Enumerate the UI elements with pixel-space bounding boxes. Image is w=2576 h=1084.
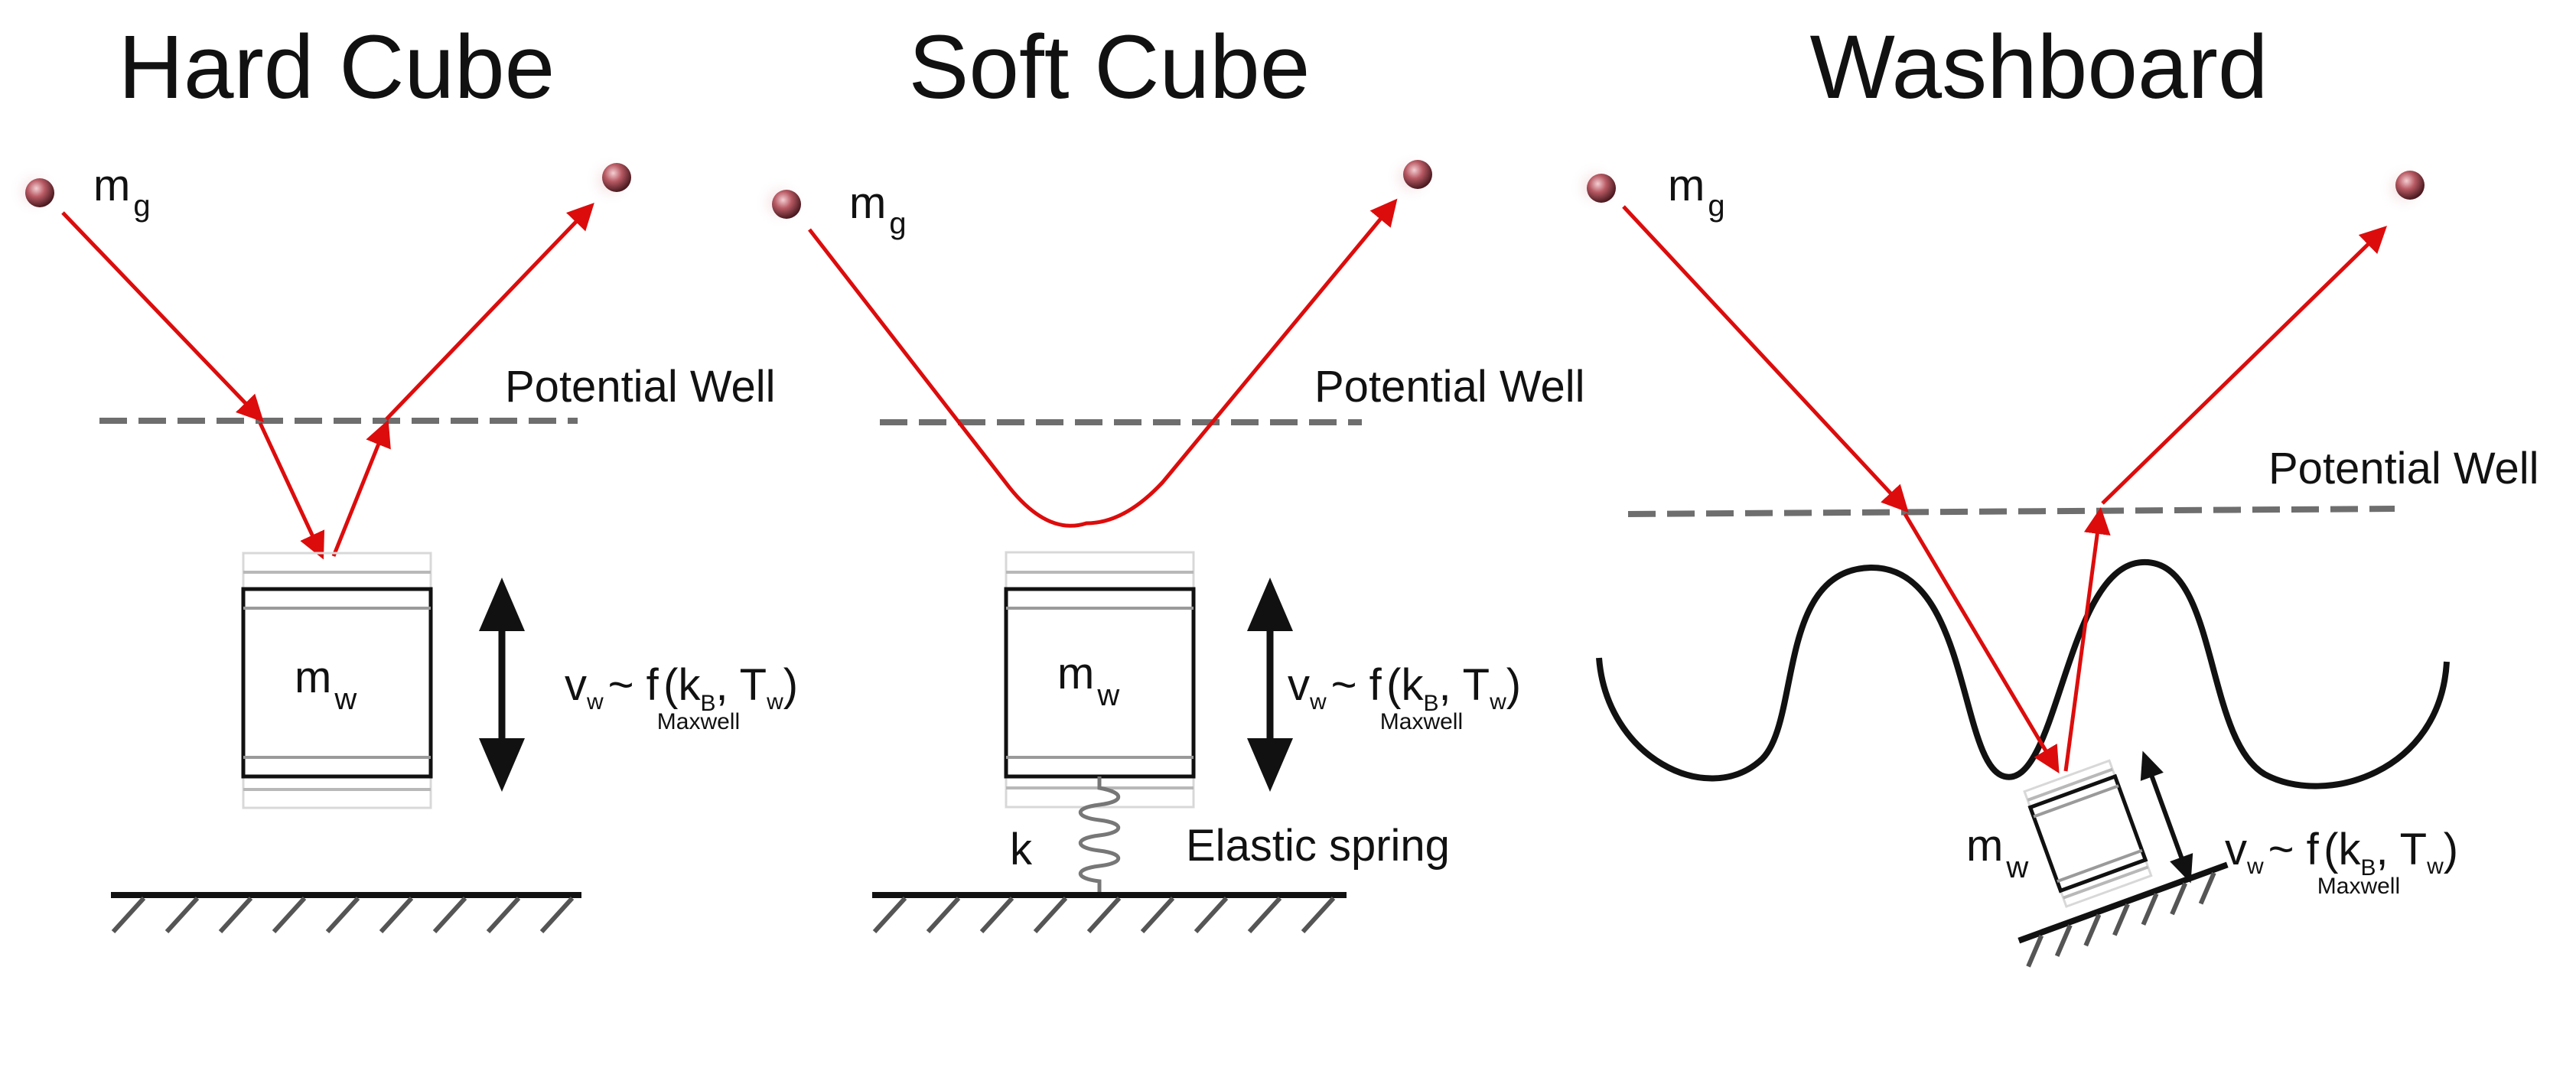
ground-hatch-icon [872,892,1347,934]
gas-particle-icon [754,177,806,229]
potential-well-label: Potential Well [2268,444,2539,493]
gas-particle-icon [1386,151,1438,203]
potential-well-label: Potential Well [505,362,776,412]
spring-constant-label: k [1010,825,1033,874]
panel-title: Washboard [1809,17,2268,118]
trajectory-arrow-icon [2063,507,2111,772]
gas-particle-icon [1569,161,1621,213]
trajectory-arrow-icon [1903,513,2060,774]
ground-hatch-icon [111,892,581,934]
wall-cube [2023,759,2153,908]
trajectory-arrow-icon [2101,226,2388,505]
ground-hatch-icon [2017,861,2229,968]
potential-well-label: Potential Well [1314,362,1585,412]
gas-particle-icon [2378,162,2430,214]
wall-cube [241,552,433,809]
trajectory-arrow-icon [1622,205,1909,513]
panel-title: Soft Cube [909,17,1311,118]
trajectory-arrow-icon [258,422,325,560]
gas-particle-icon [585,155,637,207]
gas-particle-icon [8,165,60,217]
trajectory-arrow-icon [331,419,391,557]
spring-icon [1079,776,1120,894]
washboard-surface [1596,558,2450,789]
double-arrow-icon [2140,750,2193,884]
trajectory-arrow-icon [808,198,1398,528]
panel-title: Hard Cube [119,17,555,118]
double-arrow-icon [1247,578,1293,792]
trajectory-arrow-icon [385,202,594,421]
spring-label: Elastic spring [1186,821,1450,871]
double-arrow-icon [479,578,525,792]
trajectory-arrow-icon [61,211,264,423]
potential-well-line [1627,506,2395,517]
